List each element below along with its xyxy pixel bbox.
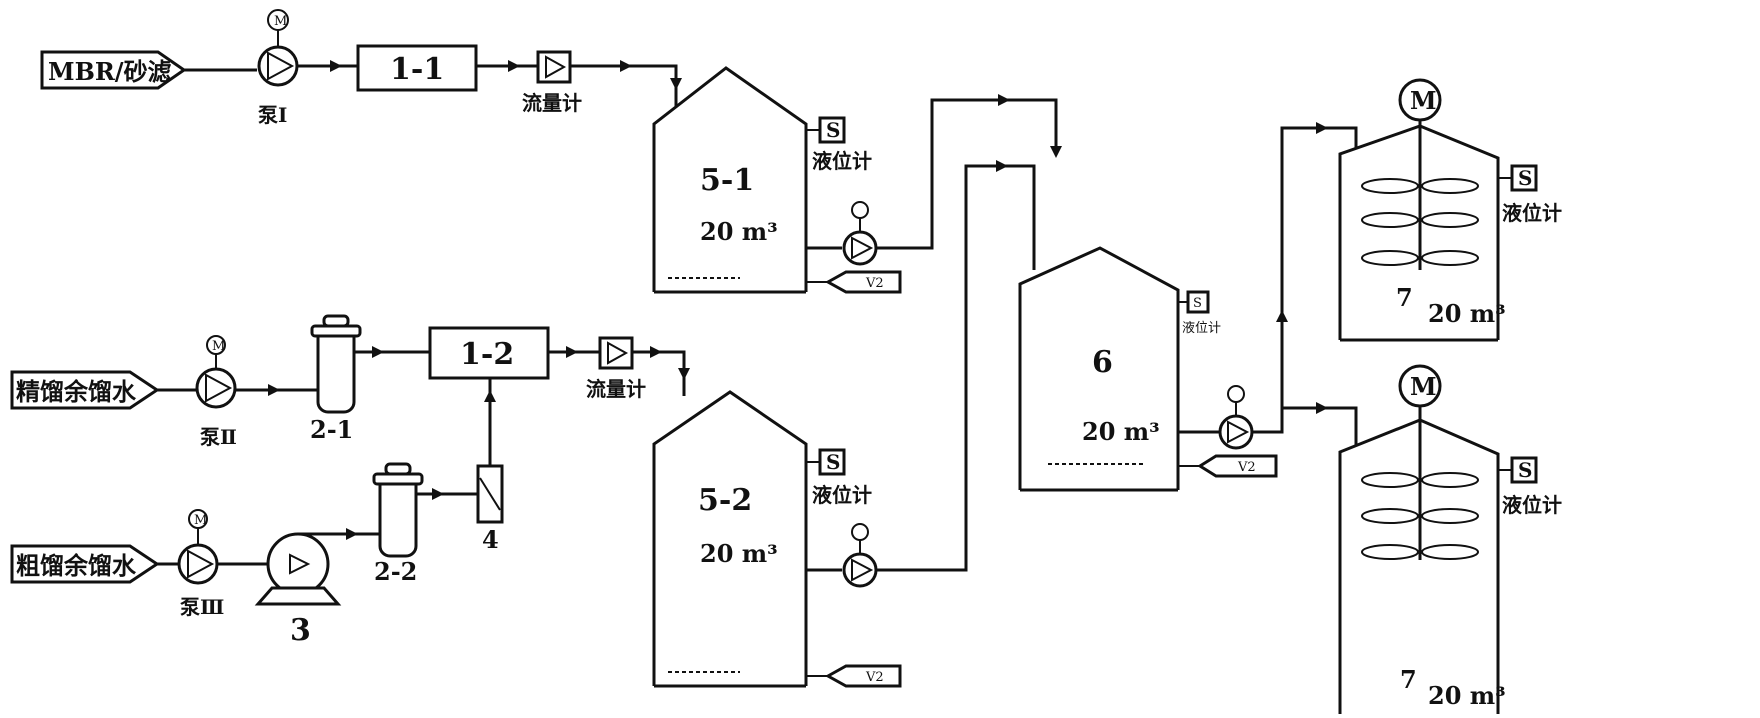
tank-5-1-volume: 20 m³ xyxy=(700,217,778,246)
svg-text:V2: V2 xyxy=(865,670,884,685)
source-crude-label: 粗馏余馏水 xyxy=(16,551,137,580)
unit-4: 4 xyxy=(476,464,504,554)
tank-5-2: 5-2 20 m³ xyxy=(652,390,808,688)
source-crude-distillation-water: 粗馏余馏水 xyxy=(10,544,160,584)
level-gauge-7-lower-label: 液位计 xyxy=(1502,493,1562,517)
svg-text:S: S xyxy=(1193,296,1202,311)
tank-7-upper-id: 7 xyxy=(1396,283,1413,312)
pump-1-label: 泵Ⅰ xyxy=(258,103,287,127)
source-mbr-label: MBR/砂滤 xyxy=(48,57,172,86)
flowmeter-2: 流量计 xyxy=(586,336,646,401)
tank-7-lower: M 7 20 m³ xyxy=(1338,364,1506,714)
flowmeter-2-label: 流量计 xyxy=(586,377,646,401)
agitator-blades-7-lower xyxy=(1361,472,1479,560)
svg-text:V2: V2 xyxy=(1237,460,1256,475)
svg-text:M: M xyxy=(1410,372,1437,401)
unit-3-label: 3 xyxy=(290,613,311,648)
tank-6: 6 20 m³ xyxy=(1018,246,1180,492)
drain-valve-6: V2 xyxy=(1178,454,1278,478)
svg-text:S: S xyxy=(826,118,840,142)
pump-3: M 泵Ⅲ xyxy=(177,509,224,619)
level-gauge-7-upper: S 液位计 xyxy=(1498,164,1562,225)
pump-tank6-outlet xyxy=(1218,385,1254,450)
svg-text:S: S xyxy=(1518,458,1532,482)
level-gauge-5-2: S 液位计 xyxy=(806,448,872,507)
pipe-pump6-to-tank7b xyxy=(1282,406,1358,446)
svg-text:M: M xyxy=(1410,86,1437,115)
pipe-pump6-to-tank7a xyxy=(1252,126,1358,434)
level-gauge-7-upper-label: 液位计 xyxy=(1502,201,1562,225)
pump-2-label: 泵Ⅱ xyxy=(200,425,237,449)
tank-6-volume: 20 m³ xyxy=(1082,417,1160,446)
source-fine-distillation-water: 精馏余馏水 xyxy=(10,370,160,410)
flowmeter-1: 流量计 xyxy=(522,50,582,115)
source-mbr-sand-filter: MBR/砂滤 xyxy=(40,50,187,90)
drain-valve-5-1: V2 xyxy=(806,270,902,294)
tank-5-1-id: 5-1 xyxy=(700,163,754,198)
unit-1-2: 1-2 xyxy=(428,326,550,380)
agitator-blades-7-upper xyxy=(1361,178,1479,266)
svg-text:S: S xyxy=(1518,166,1532,190)
level-gauge-7-lower: S 液位计 xyxy=(1498,456,1562,517)
pipe-flowmeter1-to-tank5-1 xyxy=(570,64,678,110)
unit-1-1: 1-1 xyxy=(356,44,478,92)
pump-tank5-1-outlet xyxy=(842,201,878,266)
tank-6-id: 6 xyxy=(1092,345,1113,380)
tank-5-2-volume: 20 m³ xyxy=(700,539,778,568)
unit-3-centrifugal-pump: 3 xyxy=(254,532,342,648)
unit-1-2-label: 1-2 xyxy=(460,337,514,372)
svg-text:M: M xyxy=(212,339,225,354)
pipe-pump5-1-to-tank6 xyxy=(876,98,1058,250)
filter-2-2: 2-2 xyxy=(372,462,424,586)
level-gauge-5-1: S 液位计 xyxy=(806,116,872,173)
tank-7-upper-volume: 20 m³ xyxy=(1428,299,1506,328)
svg-text:M: M xyxy=(274,14,287,29)
pump-1: M 泵Ⅰ xyxy=(257,9,299,127)
drain-valve-5-2: V2 xyxy=(806,664,902,688)
pump-1-gauge-icon xyxy=(267,9,289,31)
flowmeter-1-label: 流量计 xyxy=(522,91,582,115)
filter-2-1-label: 2-1 xyxy=(310,415,353,444)
pipe-flowmeter2-to-tank5-2 xyxy=(632,350,686,396)
level-gauge-5-2-label: 液位计 xyxy=(812,483,872,507)
source-fine-label: 精馏余馏水 xyxy=(16,377,137,406)
unit-1-1-label: 1-1 xyxy=(390,52,444,87)
svg-text:M: M xyxy=(194,513,207,528)
filter-2-2-label: 2-2 xyxy=(374,557,417,586)
pump-tank5-2-outlet xyxy=(842,523,878,588)
level-gauge-5-1-label: 液位计 xyxy=(812,149,872,173)
pump-3-label: 泵Ⅲ xyxy=(180,595,224,619)
level-gauge-6: S 液位计 xyxy=(1178,290,1221,336)
svg-text:S: S xyxy=(826,450,840,474)
pump-2: M 泵Ⅱ xyxy=(195,335,237,449)
unit-4-label: 4 xyxy=(482,525,499,554)
level-gauge-6-label: 液位计 xyxy=(1182,321,1221,336)
svg-text:V2: V2 xyxy=(865,276,884,291)
tank-5-1: 5-1 20 m³ xyxy=(652,66,808,294)
tank-7-lower-id: 7 xyxy=(1400,665,1417,694)
tank-7-lower-volume: 20 m³ xyxy=(1428,681,1506,710)
filter-2-1: 2-1 xyxy=(310,314,362,444)
tank-5-2-id: 5-2 xyxy=(698,483,752,518)
tank-7-upper: M 7 20 m³ xyxy=(1338,78,1506,342)
pipe-pump5-2-to-tank6 xyxy=(876,164,1036,572)
